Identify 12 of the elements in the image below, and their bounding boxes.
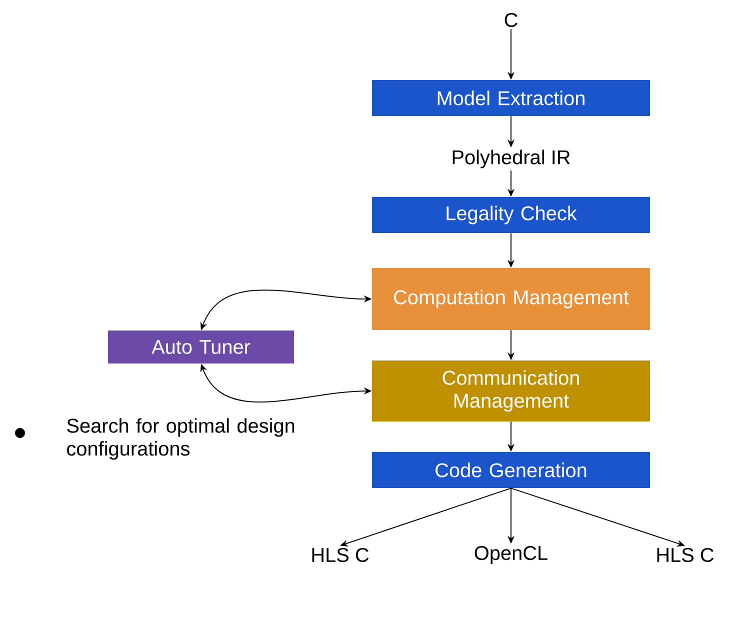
note-text: Search for optimal design configurations [67, 418, 294, 460]
process-box: Model Extraction [372, 80, 650, 116]
process-box: Computation Management [372, 268, 650, 330]
process-box: Code Generation [372, 452, 650, 488]
text-label: HLS C [312, 548, 369, 562]
process-box: Communication Management [372, 360, 650, 422]
text-label: HLS C [657, 548, 714, 562]
text-label: Polyhedral IR [452, 150, 570, 168]
text-label: OpenCL [474, 546, 548, 564]
process-box: Legality Check [372, 197, 650, 233]
process-box: Auto Tuner [108, 330, 294, 364]
text-label: C [504, 12, 518, 28]
